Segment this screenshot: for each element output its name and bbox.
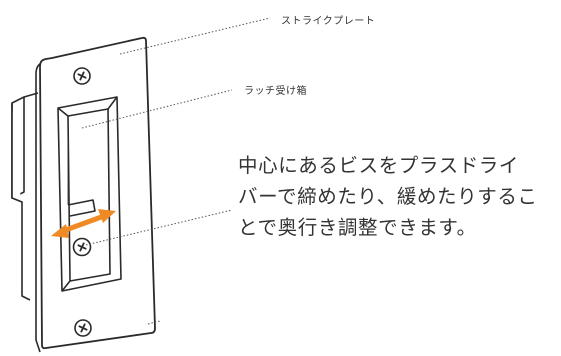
- explanation-line: 中心にあるビスをプラスドライ: [238, 154, 520, 177]
- screw-top-icon: [73, 67, 91, 85]
- leader-line-strike: [119, 17, 271, 55]
- explanation-text: 中心にあるビスをプラスドライ バーで締めたり、緩めたりするこ とで奥行き調整でき…: [238, 150, 560, 243]
- leader-lines: [81, 17, 271, 325]
- strike-plate: [39, 36, 156, 350]
- latch-box-side: [11, 92, 39, 301]
- explanation-line: バーで締めたり、緩めたりするこ: [238, 185, 538, 208]
- screw-bottom-icon: [74, 319, 92, 337]
- label-strike-plate: ストライクプレート: [281, 16, 376, 27]
- explanation-line: とで奥行き調整できます。: [238, 216, 477, 239]
- label-latch-box: ラッチ受け箱: [244, 86, 307, 97]
- screw-center-icon: [72, 237, 92, 257]
- double-arrow-icon: [51, 209, 116, 238]
- leader-line-latch: [81, 89, 233, 129]
- leader-line-screw: [85, 209, 233, 246]
